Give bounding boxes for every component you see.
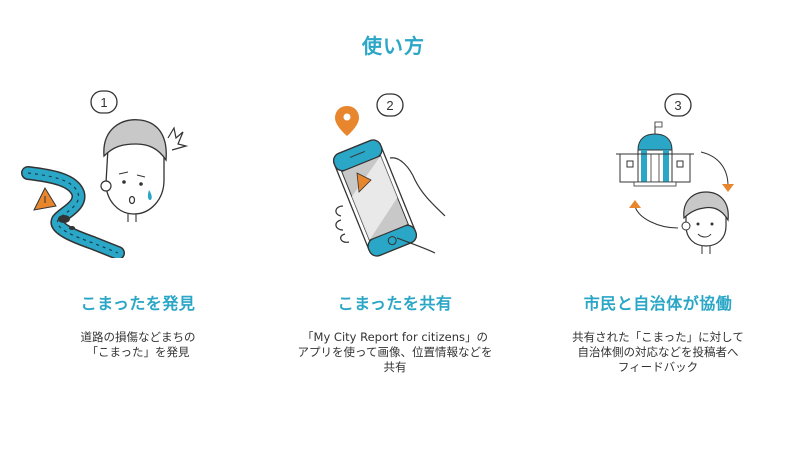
step-1-heading: こまったを発見 xyxy=(80,294,196,313)
step-3-heading: 市民と自治体が協働 xyxy=(583,294,733,313)
step-2-desc-line-1: 「My City Report for citizens」の xyxy=(302,330,488,344)
step-1-description: 道路の損傷などまちの 「こまった」を発見 xyxy=(18,330,258,360)
person-discovering-road-damage-icon: 1 xyxy=(18,88,258,258)
step-3-description: 共有された「こまった」に対して 自治体側の対応などを投稿者へ フィードバック xyxy=(538,330,778,375)
step-number-2: 2 xyxy=(386,98,393,113)
step-1-desc-line-1: 道路の損傷などまちの xyxy=(80,330,196,344)
step-2-description: 「My City Report for citizens」の アプリを使って画像… xyxy=(268,330,522,375)
step-number-3: 3 xyxy=(674,98,681,113)
step-3-desc-line-1: 共有された「こまった」に対して xyxy=(572,330,744,344)
step-1: 1 xyxy=(18,88,258,258)
step-number-1: 1 xyxy=(100,95,107,110)
page-title: 使い方 xyxy=(362,34,425,58)
hand-holding-smartphone-icon: 2 xyxy=(275,88,515,258)
step-2-desc-line-2: アプリを使って画像、位置情報などを xyxy=(297,345,493,359)
step-1-desc-line-2: 「こまった」を発見 xyxy=(86,345,190,359)
city-hall-citizen-cycle-icon: 3 xyxy=(538,88,778,258)
step-3: 3 xyxy=(538,88,778,258)
step-2-heading: こまったを共有 xyxy=(337,294,453,313)
step-2-desc-line-3: 共有 xyxy=(383,360,407,374)
step-3-desc-line-2: 自治体側の対応などを投稿者へ xyxy=(577,345,739,359)
step-2: 2 xyxy=(275,88,515,258)
step-3-desc-line-3: フィードバック xyxy=(617,360,699,374)
